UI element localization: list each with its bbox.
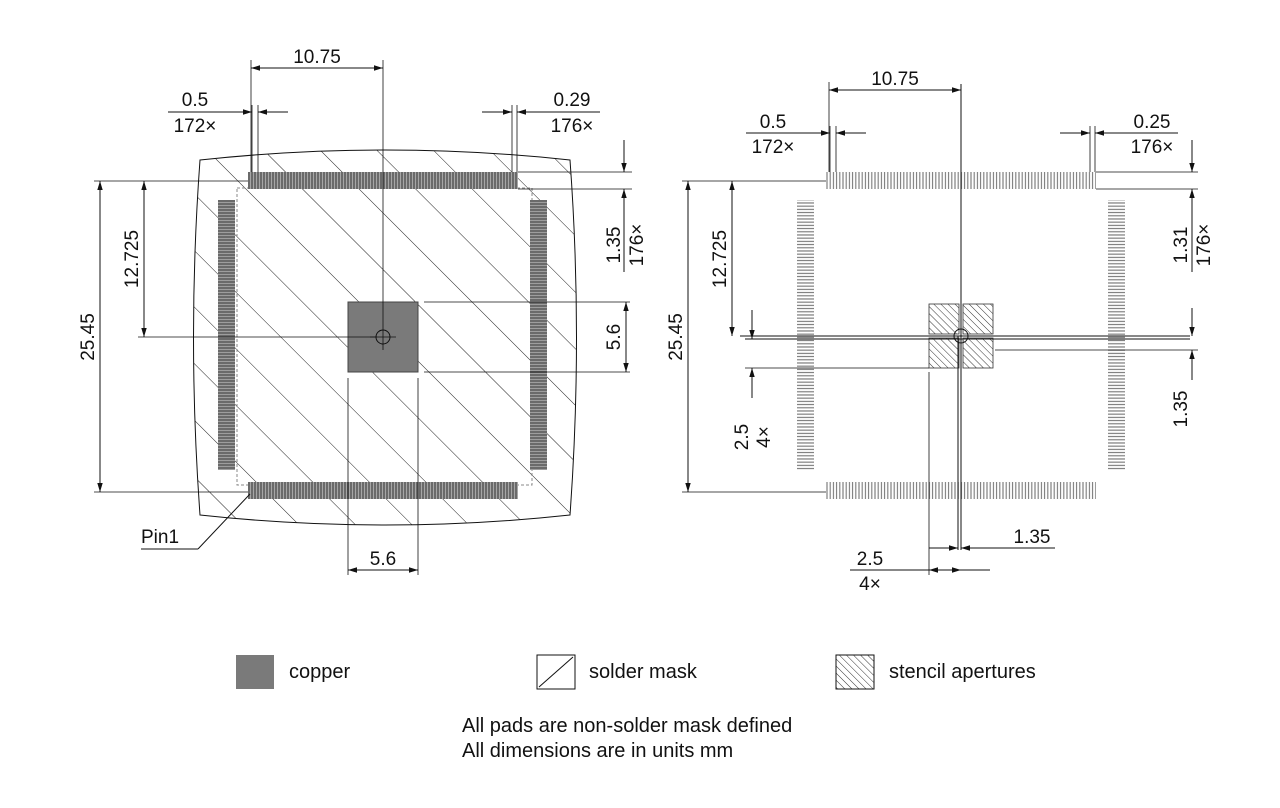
dim-right-half: 12.725	[710, 230, 731, 288]
left-view: 10.75 0.5 172× 0.29 176× 12.725 25.45 1.…	[78, 47, 648, 575]
stencil-aperture-2	[962, 303, 994, 335]
gap-right-label: 1.35	[1171, 391, 1192, 428]
aperture-row-right	[1108, 200, 1125, 470]
dim-left-half: 12.725	[122, 230, 143, 288]
pad-width-count-label: 176×	[551, 116, 594, 137]
stencil-aperture-3	[928, 337, 960, 369]
stencil-count-bottom-label: 4×	[859, 574, 881, 595]
pitch-label-right: 0.5	[760, 112, 786, 133]
legend: copper solder mask stencil apertures	[236, 654, 1036, 690]
legend-stencil-swatch	[835, 654, 875, 690]
legend-copper-label: copper	[289, 661, 350, 683]
legend-solder-mask-label: solder mask	[589, 661, 698, 683]
note-line-2: All dimensions are in units mm	[462, 740, 733, 762]
pin1-label: Pin1	[141, 527, 179, 548]
legend-copper-swatch	[236, 655, 274, 689]
pitch-count-label-right: 172×	[752, 137, 795, 158]
dim-left-full: 25.45	[78, 313, 99, 361]
aperture-width-label: 0.25	[1134, 112, 1171, 133]
stencil-size-bottom-label: 2.5	[857, 549, 883, 570]
stencil-count-left-label: 4×	[754, 426, 775, 448]
pad-row-left	[218, 200, 235, 470]
gap-bottom-label: 1.35	[1014, 527, 1051, 548]
stencil-aperture-1	[928, 303, 960, 335]
pitch-count-label: 172×	[174, 116, 217, 137]
pad-row-bottom	[248, 482, 518, 499]
dim-left-top-10-75: 10.75	[293, 47, 341, 68]
pad-length-label: 1.35	[604, 227, 625, 264]
aperture-width-count-label: 176×	[1131, 137, 1174, 158]
epad-right-label: 5.6	[604, 324, 625, 350]
aperture-row-left	[797, 200, 814, 470]
aperture-length-label: 1.31	[1171, 227, 1192, 264]
pitch-label: 0.5	[182, 90, 208, 111]
stencil-aperture-4	[962, 337, 994, 369]
aperture-length-count-label: 176×	[1194, 224, 1215, 267]
legend-stencil-label: stencil apertures	[889, 661, 1036, 683]
stencil-size-left-label: 2.5	[732, 424, 753, 450]
dim-right-full: 25.45	[666, 313, 687, 361]
epad-bottom-label: 5.6	[370, 549, 396, 570]
pad-width-label: 0.29	[554, 90, 591, 111]
note-line-1: All pads are non-solder mask defined	[462, 715, 792, 737]
pad-length-count-label: 176×	[627, 224, 648, 267]
pad-row-right	[530, 200, 547, 470]
right-view: 10.75 0.5 172× 0.25 176× 12.725 25.45 1.…	[666, 69, 1215, 595]
dim-right-top-10-75: 10.75	[871, 69, 919, 90]
